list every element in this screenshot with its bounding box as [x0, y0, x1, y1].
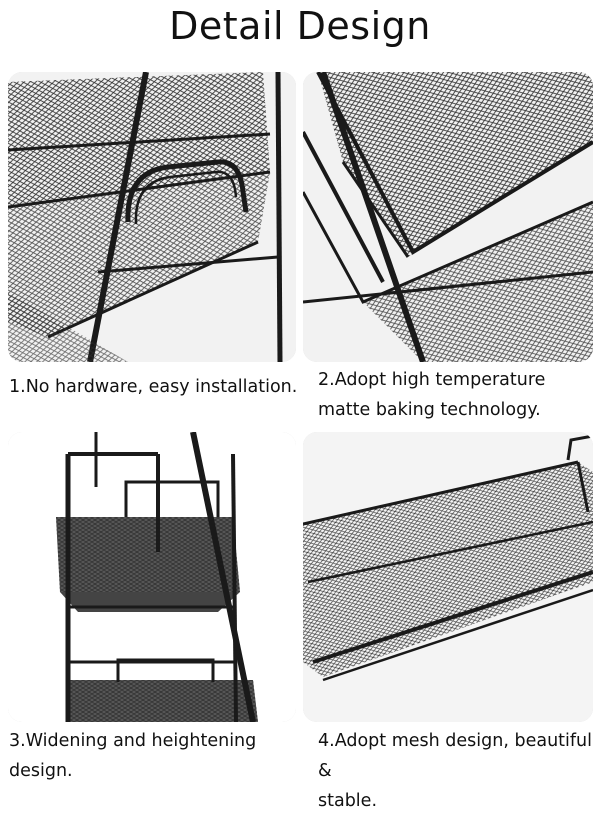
rack-tiers-photo [8, 432, 296, 722]
mesh-basket-handle-photo [8, 72, 296, 362]
mesh-tray-photo [303, 432, 593, 722]
caption-widening-design: 3.Widening and heightening design. [9, 731, 257, 781]
caption-no-hardware: 1.No hardware, easy installation. [9, 377, 298, 397]
page-title: Detail Design [169, 4, 431, 48]
caption-baking-technology: 2.Adopt high temperature matte baking te… [318, 370, 546, 420]
mesh-basket-corner-photo [303, 72, 593, 362]
caption-mesh-design: 4.Adopt mesh design, beautiful & stable. [318, 731, 593, 811]
